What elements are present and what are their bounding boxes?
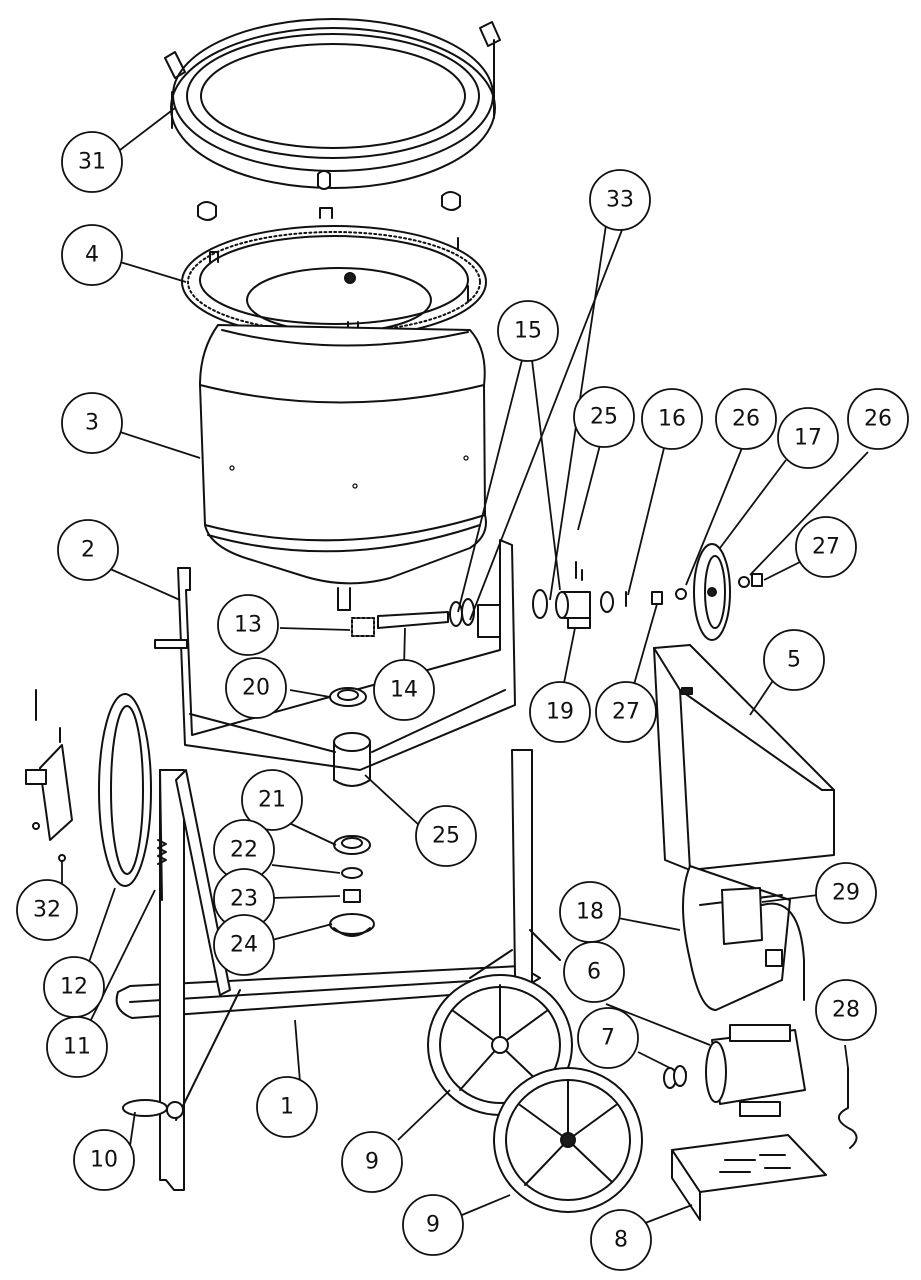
svg-text:20: 20 [242, 676, 270, 701]
svg-text:4: 4 [85, 243, 99, 268]
svg-text:29: 29 [832, 881, 860, 906]
part-4-ring-gear [181, 207, 487, 339]
part-31-mouth-ring [164, 18, 501, 189]
callout-28: 28 [815, 979, 877, 1041]
callout-12: 12 [43, 956, 105, 1018]
callout-27-left: 27 [595, 681, 657, 743]
part-20-bearing [329, 687, 367, 707]
svg-text:28: 28 [832, 998, 860, 1023]
callout-8: 8 [590, 1209, 652, 1271]
svg-text:9: 9 [426, 1213, 440, 1238]
callout-31: 31 [61, 131, 123, 193]
part-22-washer [341, 867, 363, 879]
callout-7: 7 [577, 1007, 639, 1069]
callout-18: 18 [559, 881, 621, 943]
part-2-cradle-frame [154, 539, 516, 787]
callout-1: 1 [256, 1076, 318, 1138]
callout-21: 21 [241, 769, 303, 831]
callout-25-top: 25 [573, 386, 635, 448]
callout-26-right: 26 [847, 388, 909, 450]
part-17-pulley [693, 543, 731, 641]
svg-text:16: 16 [658, 407, 686, 432]
callout-6: 6 [563, 941, 625, 1003]
part-14-pinion-shaft [377, 611, 449, 629]
part-19-bearing-block [555, 561, 591, 629]
part-13-pinion [351, 617, 375, 637]
part-fasteners-ring [197, 170, 461, 221]
svg-text:25: 25 [432, 824, 460, 849]
callout-17: 17 [777, 407, 839, 469]
part-32-hub [25, 689, 73, 862]
part-16-27-26-small [600, 573, 763, 613]
svg-text:33: 33 [606, 188, 634, 213]
svg-text:11: 11 [63, 1035, 91, 1060]
svg-text:27: 27 [612, 700, 640, 725]
callout-29: 29 [815, 862, 877, 924]
svg-text:27: 27 [812, 535, 840, 560]
part-8-motor-plate [671, 1134, 827, 1221]
callout-26-left: 26 [715, 388, 777, 450]
part-5-belt-guard [653, 644, 835, 871]
part-6-motor [667, 1024, 806, 1117]
svg-text:17: 17 [794, 426, 822, 451]
svg-text:12: 12 [60, 975, 88, 1000]
callout-15: 15 [497, 300, 559, 362]
callout-9-rear: 9 [341, 1131, 403, 1193]
callout-2: 2 [57, 519, 119, 581]
part-12-hand-wheel [98, 693, 152, 887]
svg-text:1: 1 [280, 1095, 294, 1120]
svg-text:22: 22 [230, 838, 258, 863]
svg-text:26: 26 [864, 407, 892, 432]
svg-text:32: 32 [33, 898, 61, 923]
svg-text:13: 13 [234, 613, 262, 638]
svg-text:18: 18 [576, 900, 604, 925]
leader-lines [61, 107, 869, 1226]
callout-24: 24 [213, 914, 275, 976]
part-7-motor-pulley [663, 1065, 687, 1089]
callout-20: 20 [225, 657, 287, 719]
part-28-cord [838, 1067, 858, 1149]
svg-text:25: 25 [590, 405, 618, 430]
svg-text:31: 31 [78, 150, 106, 175]
callout-10: 10 [73, 1129, 135, 1191]
svg-text:23: 23 [230, 887, 258, 912]
svg-text:24: 24 [230, 933, 258, 958]
svg-text:8: 8 [614, 1228, 628, 1253]
svg-text:26: 26 [732, 407, 760, 432]
callout-19: 19 [529, 681, 591, 743]
svg-text:15: 15 [514, 319, 542, 344]
callout-33: 33 [589, 169, 651, 231]
part-1-chassis [115, 749, 561, 1191]
svg-text:21: 21 [258, 788, 286, 813]
svg-text:9: 9 [365, 1150, 379, 1175]
callout-3: 3 [61, 392, 123, 454]
svg-text:5: 5 [787, 648, 801, 673]
callout-16: 16 [641, 388, 703, 450]
part-24-cap [329, 913, 375, 937]
part-3-drum [199, 324, 487, 611]
part-11-tilt-lock [157, 769, 167, 901]
part-9-wheel-front [493, 1067, 643, 1213]
callout-9-front: 9 [402, 1194, 464, 1256]
part-23-nut [343, 889, 361, 903]
callout-4: 4 [61, 224, 123, 286]
svg-text:7: 7 [601, 1026, 615, 1051]
svg-text:3: 3 [85, 411, 99, 436]
part-29-switch [721, 887, 805, 1001]
callout-14: 14 [373, 659, 435, 721]
callout-13: 13 [217, 594, 279, 656]
callout-23: 23 [213, 868, 275, 930]
callout-11: 11 [46, 1016, 108, 1078]
callout-27-right: 27 [795, 516, 857, 578]
callout-5: 5 [763, 629, 825, 691]
svg-text:14: 14 [390, 678, 418, 703]
callout-32: 32 [16, 879, 78, 941]
svg-text:19: 19 [546, 700, 574, 725]
svg-text:10: 10 [90, 1148, 118, 1173]
callout-25-bottom: 25 [415, 805, 477, 867]
svg-text:2: 2 [81, 538, 95, 563]
part-21-bearing [333, 835, 371, 855]
svg-text:6: 6 [587, 960, 601, 985]
